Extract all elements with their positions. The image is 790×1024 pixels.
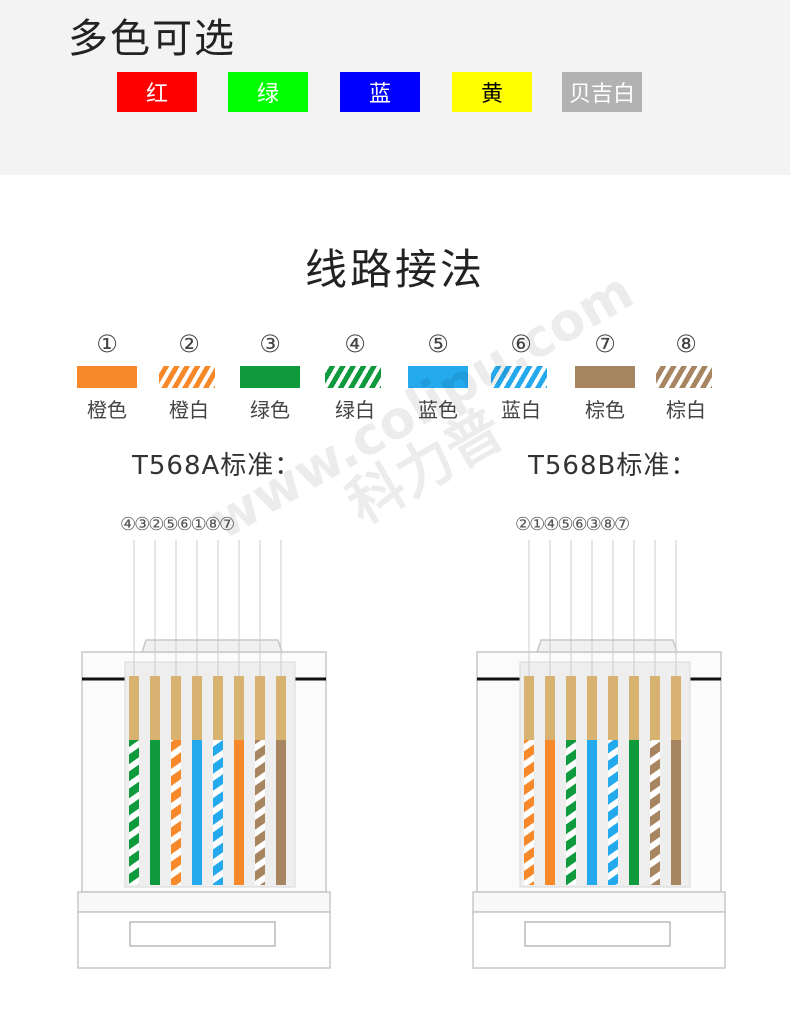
wiring-section-title: 线路接法 [304, 245, 485, 294]
t568a-wire [150, 740, 160, 885]
t568b-wire [608, 740, 618, 885]
wire-number: ⑥ [510, 330, 532, 358]
t568a-gold-contact [213, 676, 223, 740]
wire-number: ③ [259, 330, 281, 358]
t568b-pin-order: ②①④⑤⑥③⑧⑦ [515, 514, 630, 535]
t568a-gold-contact [129, 676, 139, 740]
t568b-wire [524, 740, 534, 885]
t568b-gold-contact [587, 676, 597, 740]
wire-label: 蓝色 [418, 398, 458, 422]
wire-label: 蓝白 [501, 398, 541, 422]
t568b-wire [650, 740, 660, 885]
wire-label: 橙白 [169, 398, 209, 422]
t568a-gold-contact [276, 676, 286, 740]
wire-swatch-striped [325, 366, 381, 388]
color-swatch-yellow[interactable]: 黄 [452, 72, 532, 112]
wire-label: 绿白 [335, 398, 375, 422]
color-label: 贝吉白 [568, 82, 635, 107]
t568a-gold-contact [150, 676, 160, 740]
color-swatch-green[interactable]: 绿 [228, 72, 308, 112]
t568b-gold-contact [545, 676, 555, 740]
wire-number: ⑦ [594, 330, 616, 358]
t568a-gold-contact [234, 676, 244, 740]
t568a-boot-window [129, 921, 276, 947]
color-label: 黄 [480, 82, 503, 107]
wire-swatch-solid [240, 366, 300, 388]
wire-swatch-solid [77, 366, 137, 388]
t568b-gold-contact [566, 676, 576, 740]
wire-number: ① [96, 330, 118, 358]
wire-number: ⑧ [675, 330, 697, 358]
t568a-wire [255, 740, 265, 885]
t568a-gold-contact [192, 676, 202, 740]
wire-number: ② [178, 330, 200, 358]
wire-swatch-striped [491, 366, 547, 388]
t568b-wire [587, 740, 597, 885]
wire-label: 绿色 [250, 398, 290, 422]
t568a-wire [213, 740, 223, 885]
color-label: 蓝 [368, 82, 391, 107]
t568a-wire [234, 740, 244, 885]
color-options-title: 多色可选 [68, 16, 236, 62]
t568a-wire [129, 740, 139, 885]
t568a-wire [276, 740, 286, 885]
wire-swatch-striped [656, 366, 712, 388]
wire-label: 橙色 [87, 398, 127, 422]
wire-label: 棕白 [666, 398, 706, 422]
t568b-gold-contact [629, 676, 639, 740]
t568b-title: T568B标准： [528, 451, 698, 481]
t568a-title: T568A标准： [132, 451, 302, 481]
t568b-gold-contact [608, 676, 618, 740]
t568b-wire [629, 740, 639, 885]
t568b-gold-contact [650, 676, 660, 740]
color-swatch-beige-white[interactable]: 贝吉白 [562, 72, 642, 112]
wire-number: ⑤ [427, 330, 449, 358]
t568a-connector-collar [77, 891, 331, 913]
t568b-gold-contact [524, 676, 534, 740]
wire-number: ④ [344, 330, 366, 358]
t568a-gold-contact [171, 676, 181, 740]
t568b-gold-contact [671, 676, 681, 740]
t568b-connector-collar [472, 891, 726, 913]
color-swatch-blue[interactable]: 蓝 [340, 72, 420, 112]
t568a-wire [171, 740, 181, 885]
wire-swatch-striped [159, 366, 215, 388]
t568a-gold-contact [255, 676, 265, 740]
wire-swatch-solid [408, 366, 468, 388]
t568a-pin-order: ④③②⑤⑥①⑧⑦ [120, 514, 235, 535]
t568b-boot-window [524, 921, 671, 947]
t568b-wire [566, 740, 576, 885]
wire-swatch-solid [575, 366, 635, 388]
color-label: 绿 [256, 82, 279, 107]
t568b-wire [671, 740, 681, 885]
wire-label: 棕色 [585, 398, 625, 422]
t568b-wire [545, 740, 555, 885]
t568a-connector-latch [140, 639, 284, 653]
t568a-wire [192, 740, 202, 885]
color-options-panel: 多色可选 红 绿 蓝 黄 贝吉白 [0, 0, 790, 175]
t568b-connector-latch [535, 639, 679, 653]
color-label: 红 [145, 82, 168, 107]
color-swatch-red[interactable]: 红 [117, 72, 197, 112]
